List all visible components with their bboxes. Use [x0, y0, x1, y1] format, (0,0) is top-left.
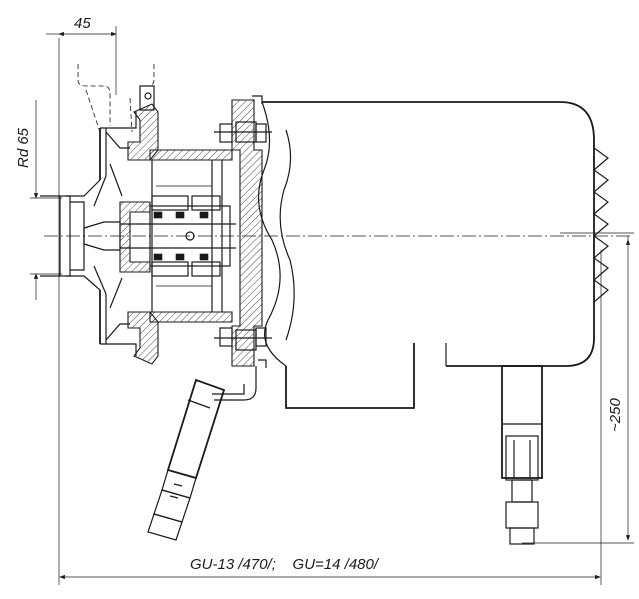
dimension-height: ~250 [522, 232, 634, 544]
dimension-height-label: ~250 [607, 398, 624, 432]
coupling-assembly [83, 195, 236, 277]
cable-gland-right [501, 365, 543, 545]
dimension-overall-length [58, 200, 602, 585]
thread-connector [40, 195, 60, 277]
dimension-thread-diameter: Rd 65 [15, 100, 62, 300]
dimension-top-width-label: 45 [74, 15, 91, 32]
model-caption: GU-13 /470/; GU=14 /480/ [190, 556, 380, 573]
intake-funnel [59, 131, 130, 341]
cable-gland-left [147, 366, 257, 541]
pump-bracket [99, 85, 159, 365]
motor-flange [214, 95, 272, 368]
spacer-housing [149, 149, 233, 323]
dimension-top-width: 45 [46, 15, 117, 200]
dimension-thread-diameter-label: Rd 65 [15, 127, 32, 168]
motor-housing [258, 101, 609, 409]
